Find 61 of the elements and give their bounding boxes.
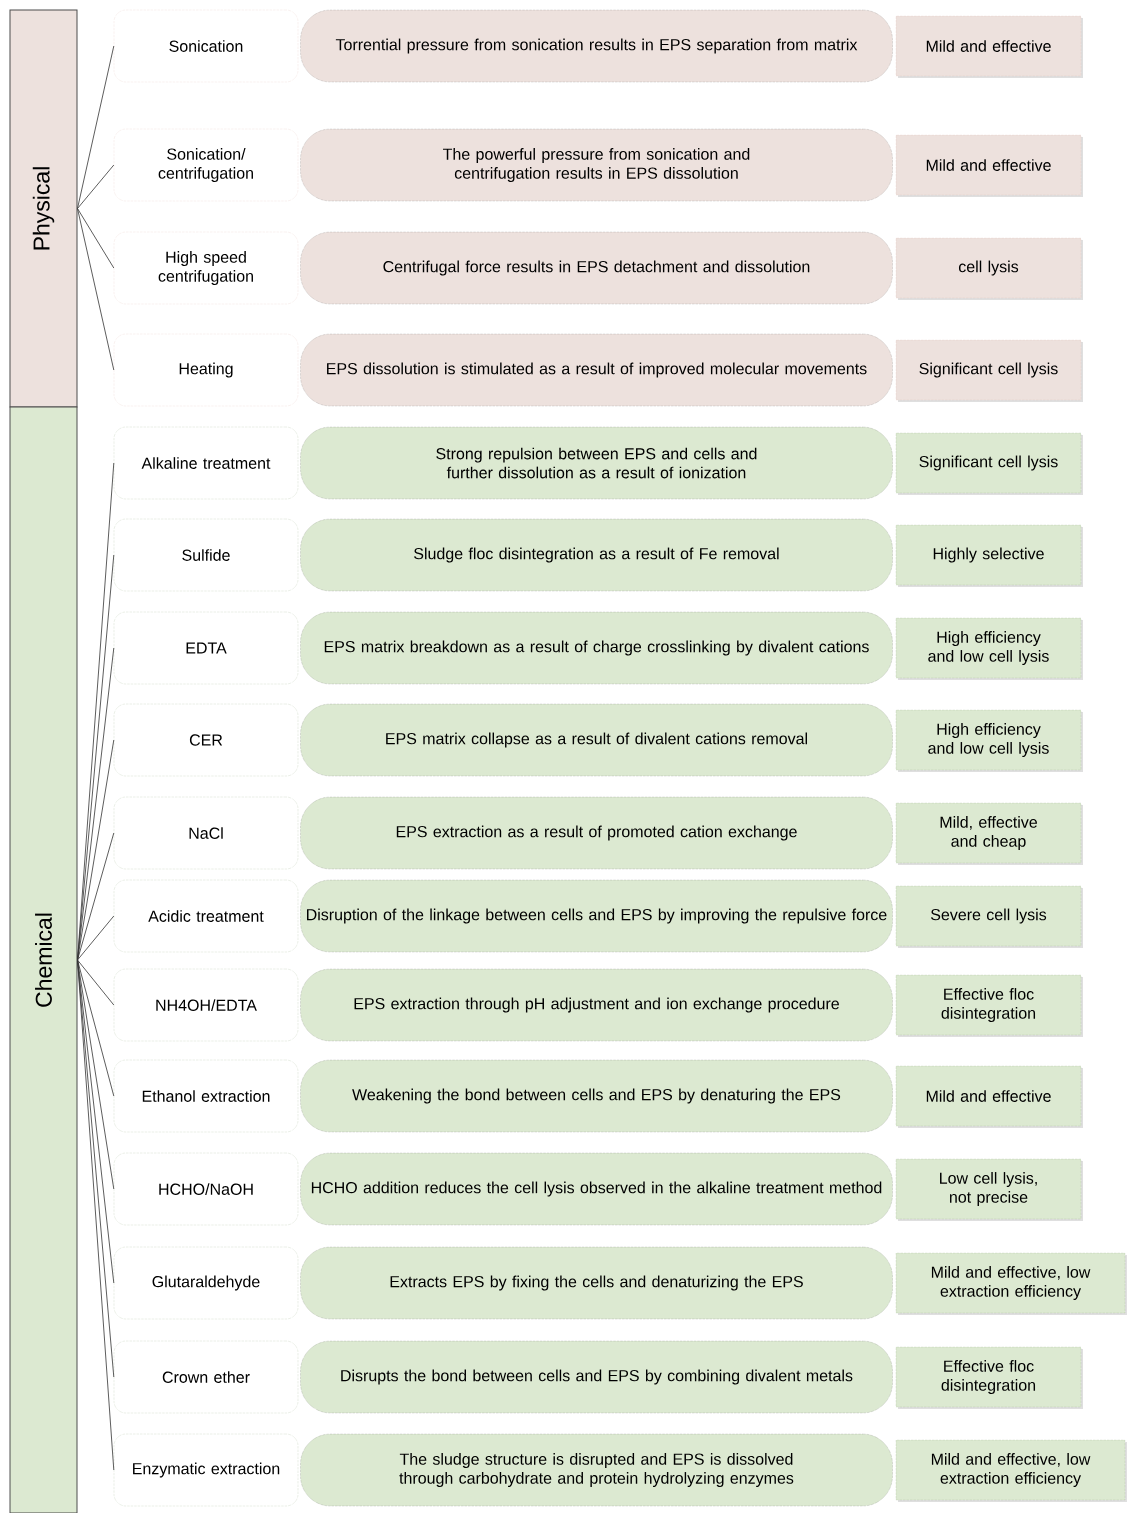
method-box: HCHO/NaOH [113,1152,299,1226]
mechanism-box: Strong repulsion between EPS and cells and further dissolution as a result of ionization [300,426,893,500]
result-box: Significant cell lysis [895,432,1083,495]
result-box: Effective floc disintegration [895,974,1083,1037]
method-box: CER [113,703,299,777]
method-box: Acidic treatment [113,879,299,953]
mechanism-box: EPS extraction through pH adjustment and ion exchange procedure [300,968,893,1042]
method-box: Ethanol extraction [113,1059,299,1133]
mechanism-box: EPS dissolution is stimulated as a result of improved molecular movements [300,333,893,407]
mechanism-box: Disruption of the linkage between cells and EPS by improving the repulsive force [300,879,893,953]
mechanism-box: EPS matrix breakdown as a result of charge crosslinking by divalent cations [300,611,893,685]
result-box: Highly selective [895,524,1083,587]
method-box: EDTA [113,611,299,685]
result-box: Mild and effective, low extraction efficiency [895,1439,1127,1502]
result-box: High efficiency and low cell lysis [895,617,1083,680]
category-band: Chemical [9,406,78,1513]
mechanism-box: HCHO addition reduces the cell lysis observed in the alkaline treatment method [300,1152,893,1226]
connector-line [77,959,115,1006]
mechanism-box: EPS extraction as a result of promoted cation exchange [300,796,893,870]
result-box: High efficiency and low cell lysis [895,709,1083,772]
connector-line [77,959,115,1097]
category-band: Physical [9,9,78,408]
method-box: Sonication [113,9,299,83]
method-box: Glutaraldehyde [113,1246,299,1320]
result-box: Low cell lysis, not precise [895,1158,1083,1221]
method-box: NH4OH/EDTA [113,968,299,1042]
connector-line [77,832,115,961]
connector-line [77,959,115,1471]
mechanism-box: The sludge structure is disrupted and EPS is dissolved through carbohydrate and protein hydrolyzing enzymes [300,1433,893,1507]
connector-line [77,915,115,961]
mechanism-box: EPS matrix collapse as a result of divalent cations removal [300,703,893,777]
method-box: Alkaline treatment [113,426,299,500]
method-box: Sulfide [113,518,299,592]
result-box: Significant cell lysis [895,339,1083,402]
method-box: Enzymatic extraction [113,1433,299,1507]
connector-line [77,164,115,209]
connector-line [77,959,115,1190]
method-box: High speed centrifugation [113,231,299,305]
mechanism-box: Torrential pressure from sonication results in EPS separation from matrix [300,9,893,83]
result-box: Severe cell lysis [895,885,1083,948]
connector-line [77,208,115,371]
result-box: Effective floc disintegration [895,1346,1083,1409]
connector-line [77,45,115,209]
result-box: Mild and effective [895,1065,1083,1128]
mechanism-box: The powerful pressure from sonication and centrifugation results in EPS dissolution [300,128,893,202]
result-box: Mild and effective, low extraction efficiency [895,1252,1127,1315]
connector-line [77,739,115,961]
result-box: Mild and effective [895,134,1083,197]
method-box: Sonication/ centrifugation [113,128,299,202]
mechanism-box: Disrupts the bond between cells and EPS by combining divalent metals [300,1340,893,1414]
mechanism-box: Extracts EPS by fixing the cells and denaturizing the EPS [300,1246,893,1320]
result-box: Mild and effective [895,15,1083,78]
mechanism-box: Centrifugal force results in EPS detachment and dissolution [300,231,893,305]
result-box: Mild, effective and cheap [895,802,1083,865]
method-box: NaCl [113,796,299,870]
method-box: Crown ether [113,1340,299,1414]
mechanism-box: Weakening the bond between cells and EPS by denaturing the EPS [300,1059,893,1133]
mechanism-box: Sludge floc disintegration as a result of Fe removal [300,518,893,592]
result-box: cell lysis [895,237,1083,300]
method-box: Heating [113,333,299,407]
connector-line [77,208,115,269]
